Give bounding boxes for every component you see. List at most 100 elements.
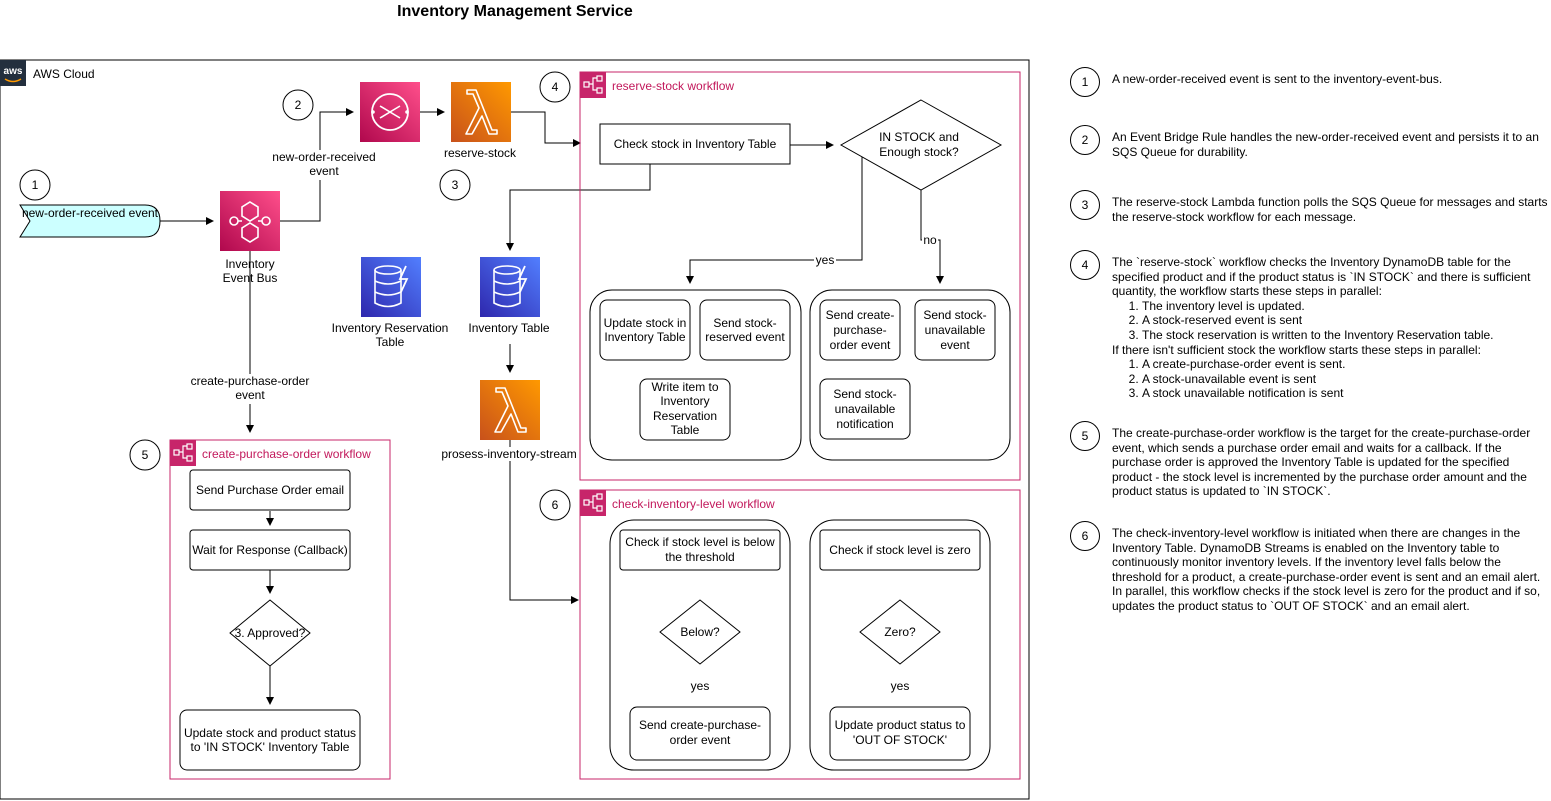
step-functions-icon-reserve: [580, 72, 606, 98]
legend-text-3: The reserve-stock Lambda function polls …: [1112, 195, 1548, 224]
check-inventory-level-workflow-frame: [579, 489, 1021, 780]
svg-text:5: 5: [142, 448, 149, 462]
legend-list-item: The stock reservation is written to the …: [1142, 328, 1548, 343]
label-create-purchase-order-2: event: [235, 388, 265, 402]
lambda-icon: [451, 82, 511, 142]
step-functions-icon-check: [580, 490, 606, 516]
reserve-stock-workflow-frame: [579, 71, 1021, 481]
legend-number-1: 1: [1070, 67, 1100, 97]
label-yes: yes: [816, 253, 835, 267]
legend-list-item: The inventory level is updated.: [1142, 299, 1548, 314]
reservation-table-label-2: Table: [376, 335, 405, 349]
legend-number-2: 2: [1070, 125, 1100, 155]
process-stream-label: prosess-inventory-stream: [441, 447, 576, 461]
lambda-stream-icon: [480, 380, 540, 440]
send-reserved-text-1: Send stock-: [713, 316, 776, 330]
reservation-table-label-1: Inventory Reservation: [332, 321, 449, 335]
decision-text-2: Enough stock?: [879, 145, 959, 159]
write-item-text-1: Write item to: [651, 380, 718, 394]
reserve-stock-workflow-title: reserve-stock workflow: [612, 79, 734, 93]
write-item-text-3: Reservation: [653, 409, 717, 423]
approved-decision: [229, 599, 311, 667]
check-stock-text: Check stock in Inventory Table: [614, 137, 777, 151]
aws-smile-icon: [4, 78, 22, 83]
decision-text-1: IN STOCK and: [879, 130, 959, 144]
legend-list-item: A stock unavailable notification is sent: [1142, 386, 1548, 401]
check-zero-box: [819, 529, 981, 571]
label-no: no: [923, 233, 937, 247]
send-reserved-text-2: reserved event: [705, 330, 785, 344]
svg-text:2: 2: [295, 98, 302, 112]
update-status-text-1: Update stock and product status: [184, 726, 356, 740]
legend-item-5: The create-purchase-order workflow is th…: [1112, 426, 1548, 499]
zero-text: Zero?: [884, 625, 916, 639]
check-stock-box: [599, 123, 791, 165]
legend-list-item: A stock-unavailable event is sent: [1142, 372, 1548, 387]
update-out-text-2: 'OUT OF STOCK': [853, 733, 947, 747]
aws-cloud-label: AWS Cloud: [33, 67, 95, 81]
update-out-of-stock-box: [829, 706, 971, 761]
step-badge-5: 5: [129, 439, 161, 471]
send-create-po-text-2: purchase-: [833, 323, 886, 337]
label-yes-below: yes: [691, 679, 710, 693]
aws-logo-text: aws: [4, 66, 23, 77]
legend-item-2: An Event Bridge Rule handles the new-ord…: [1112, 130, 1548, 159]
legend-number-5: 5: [1070, 421, 1100, 451]
step-badge-6: 6: [539, 489, 571, 521]
label-new-order-received-1: new-order-received: [272, 150, 375, 164]
update-stock-text-1: Update stock in: [604, 316, 687, 330]
send-po-email-text: Send Purchase Order email: [196, 483, 344, 497]
eventbridge-icon: [220, 191, 280, 251]
svg-text:6: 6: [552, 498, 559, 512]
send-create-po-event-text-2: order event: [670, 733, 731, 747]
legend-list-in-stock: The inventory level is updated. A stock-…: [1112, 299, 1548, 343]
legend-text-6: The check-inventory-level workflow is in…: [1112, 526, 1541, 613]
legend-condition: If there isn't sufficient stock the work…: [1112, 342, 1481, 357]
edge-lambda-to-workflow: [511, 111, 581, 147]
legend-text-2: An Event Bridge Rule handles the new-ord…: [1112, 130, 1539, 159]
page-title: Inventory Management Service: [397, 3, 633, 20]
dynamodb-reservation-table-icon: [361, 257, 421, 317]
check-threshold-text-1: Check if stock level is below: [625, 535, 775, 549]
check-inventory-level-workflow-title: check-inventory-level workflow: [612, 497, 775, 511]
zero-decision: [859, 599, 941, 665]
update-status-text-2: to 'IN STOCK' Inventory Table: [191, 740, 350, 754]
event-bus-label-1: Inventory: [225, 257, 274, 271]
approved-text: 3. Approved?: [235, 626, 306, 640]
update-stock-box: [599, 299, 691, 361]
below-text: Below?: [680, 625, 720, 639]
event-shape-text: new-order-received event: [22, 206, 159, 220]
edge-stream-to-check-workflow: [509, 440, 579, 604]
legend-item-6: The check-inventory-level workflow is in…: [1112, 526, 1548, 614]
send-notification-text-2: unavailable: [835, 402, 896, 416]
legend-item-3: The reserve-stock Lambda function polls …: [1112, 195, 1548, 224]
legend-number-6: 6: [1070, 521, 1100, 551]
wait-for-response-text: Wait for Response (Callback): [192, 543, 348, 557]
legend-list-item: A stock-reserved event is sent: [1142, 313, 1548, 328]
write-item-text-4: Table: [671, 423, 700, 437]
new-order-received-event-shape: [19, 204, 161, 238]
legend-number-3: 3: [1070, 190, 1100, 220]
step-badge-3: 3: [439, 169, 471, 201]
update-stock-text-2: Inventory Table: [604, 330, 685, 344]
aws-cloud-frame: [0, 59, 1030, 800]
legend-item-1: A new-order-received event is sent to th…: [1112, 72, 1548, 87]
legend-list-unavailable: A create-purchase-order event is sent. A…: [1112, 357, 1548, 401]
send-notification-text-1: Send stock-: [833, 387, 896, 401]
svg-text:3: 3: [452, 178, 459, 192]
send-create-po-text-1: Send create-: [826, 308, 895, 322]
check-zero-text: Check if stock level is zero: [829, 543, 971, 557]
below-decision: [659, 599, 741, 665]
send-create-po-event-text-1: Send create-purchase-: [639, 718, 761, 732]
legend-text-4: The `reserve-stock` workflow checks the …: [1112, 255, 1531, 299]
in-stock-decision: [839, 99, 1003, 191]
label-yes-zero: yes: [891, 679, 910, 693]
write-item-text-2: Inventory: [660, 394, 709, 408]
send-unavailable-text-1: Send stock-: [923, 308, 986, 322]
legend-text-5: The create-purchase-order workflow is th…: [1112, 426, 1531, 499]
create-purchase-order-workflow-frame: [169, 439, 391, 780]
check-threshold-text-2: the threshold: [665, 550, 734, 564]
edge-decision-yes: [686, 157, 863, 284]
eventbridge-rule-icon: [360, 82, 420, 142]
svg-text:1: 1: [32, 178, 39, 192]
